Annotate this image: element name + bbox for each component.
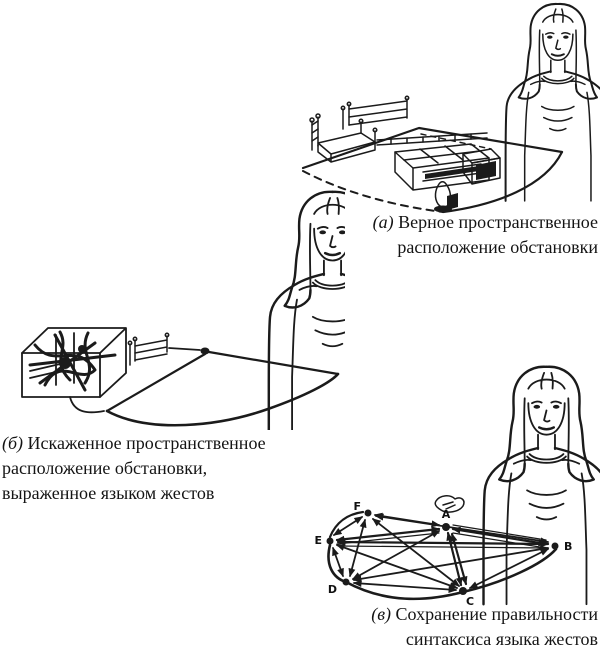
caption-b-text2: расположение обстановки, (2, 458, 208, 478)
small-bed (127, 332, 170, 366)
illustration-b (21, 190, 345, 430)
locus-dot (200, 347, 210, 355)
node-label-c: C (466, 595, 474, 608)
caption-b-line3: выраженное языком жестов (2, 481, 344, 506)
caption-v-line1: (в) Сохранение правильности (318, 602, 598, 627)
caption-v-marker: (в) (371, 604, 392, 624)
caption-v-text2: синтаксиса языка жестов (405, 629, 598, 649)
nightstand (462, 148, 501, 185)
caption-b-text1: Искаженное пространственное (27, 433, 266, 453)
graph-nodes (326, 509, 559, 595)
woman-figure-a (504, 3, 600, 202)
caption-a-line2: расположение обстановки (322, 235, 598, 260)
caption-b-marker: (б) (2, 433, 24, 453)
node-label-b: B (564, 540, 572, 553)
illustration-a (301, 3, 600, 214)
long-rail (376, 132, 488, 146)
caption-a: (а) Верное пространственное расположение… (322, 210, 598, 260)
furniture-scribbles (28, 330, 117, 392)
bed-left (309, 113, 378, 163)
clasped-hands (434, 495, 465, 513)
graph-node-labels: A B C D E F (314, 500, 572, 608)
syntax-graph: A B C D E F (314, 500, 572, 608)
caption-v-text1: Сохранение правильности (395, 604, 598, 624)
caption-a-text1: Верное пространственное (398, 212, 598, 232)
illustration-v: A B C D E F (314, 365, 600, 608)
caption-a-line1: (а) Верное пространственное (322, 210, 598, 235)
node-label-a: A (442, 508, 451, 521)
caption-a-text2: расположение обстановки (397, 237, 598, 257)
compressed-furniture-box (21, 327, 127, 398)
caption-b: (б) Искаженное пространственное располож… (2, 431, 344, 506)
woman-figure-v (434, 365, 600, 606)
caption-b-line1: (б) Искаженное пространственное (2, 431, 344, 456)
plane-left-arc (328, 510, 365, 539)
caption-a-marker: (а) (372, 212, 394, 232)
furniture-set-a (309, 95, 501, 213)
caption-b-text3: выраженное языком жестов (2, 483, 215, 503)
caption-b-line2: расположение обстановки, (2, 456, 344, 481)
caption-v: (в) Сохранение правильности синтаксиса я… (318, 602, 598, 649)
node-label-d: D (328, 583, 337, 596)
signing-plane-b (69, 347, 340, 427)
caption-v-line2: синтаксиса языка жестов (318, 627, 598, 649)
node-label-e: E (314, 534, 322, 547)
lamp (434, 181, 458, 213)
bed-back (340, 95, 410, 130)
graph-edges (332, 512, 550, 593)
node-label-f: F (353, 500, 361, 513)
